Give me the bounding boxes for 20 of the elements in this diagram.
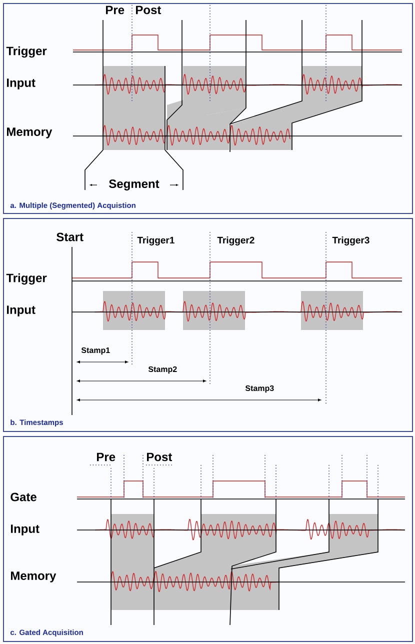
signal-label: Gate bbox=[10, 492, 36, 502]
signal-label: Input bbox=[7, 78, 36, 90]
marker-label: Start bbox=[56, 232, 84, 242]
marker-label: Post bbox=[136, 6, 162, 14]
dimension-label: Segment bbox=[109, 180, 160, 190]
dimension-label: Stamp1 bbox=[81, 347, 110, 355]
marker-label: Pre bbox=[106, 6, 124, 14]
marker-label: Trigger1 bbox=[137, 236, 174, 246]
marker-label: Post bbox=[147, 452, 172, 462]
marker-label: Pre bbox=[97, 452, 116, 462]
dimension-label: Stamp3 bbox=[245, 385, 274, 393]
signal-label: Memory bbox=[7, 128, 52, 138]
signal-label: Trigger bbox=[6, 46, 47, 58]
signal-label: Input bbox=[7, 306, 36, 316]
signal-label: Trigger bbox=[6, 273, 47, 285]
signal-label: Memory bbox=[11, 572, 56, 582]
dimension-label: Stamp2 bbox=[148, 366, 177, 374]
marker-label: Trigger2 bbox=[217, 236, 254, 246]
signal-label: Input bbox=[11, 524, 40, 536]
marker-label: Trigger3 bbox=[332, 236, 370, 246]
